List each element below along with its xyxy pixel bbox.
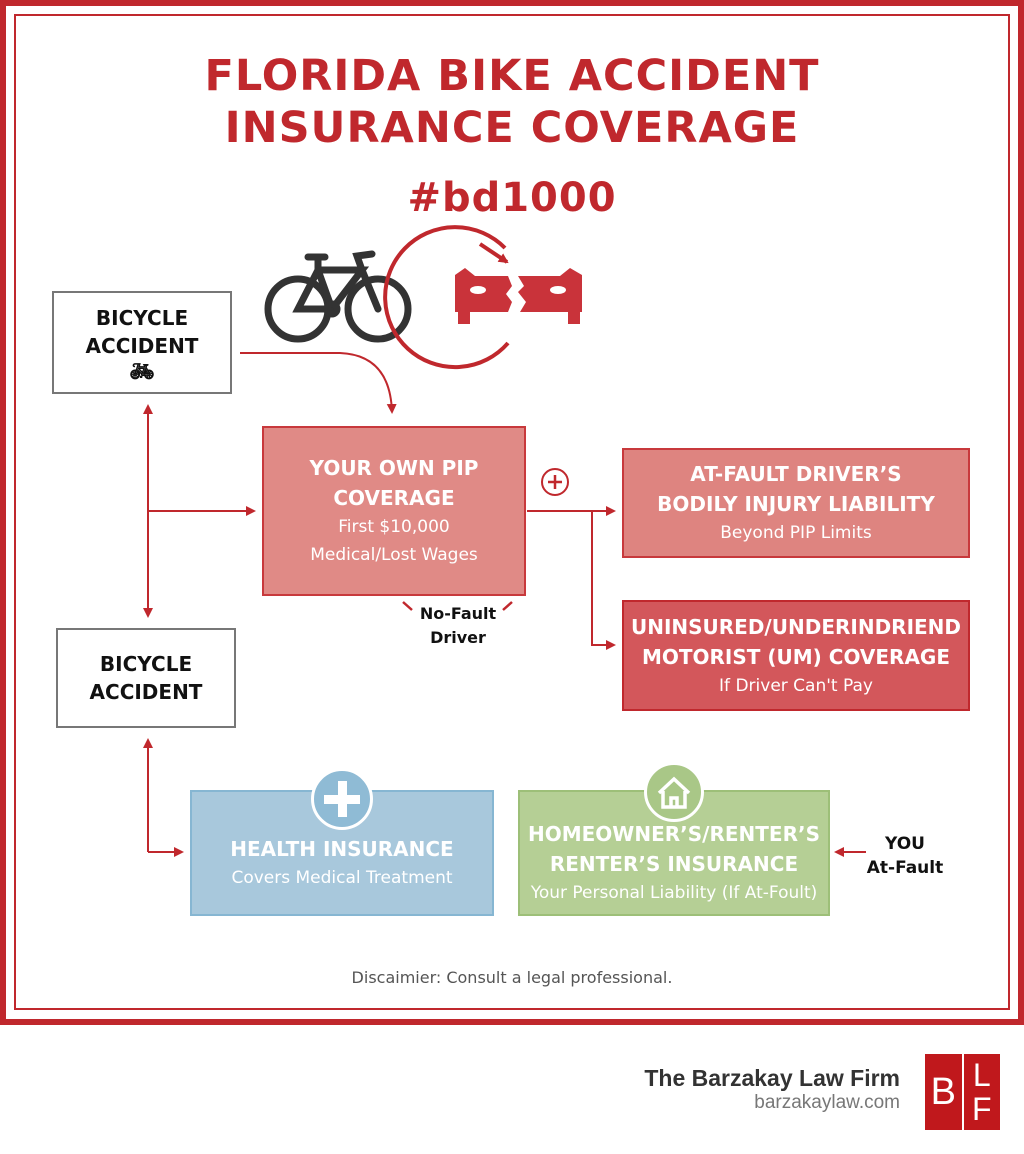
box-sub: Covers Medical Treatment (231, 868, 453, 888)
box-sub: First $10,000 (338, 517, 450, 537)
blf-logo: B L F (925, 1054, 1000, 1130)
inner-frame (14, 14, 1010, 1010)
box-title: RENTER’S INSURANCE (549, 852, 799, 876)
disclaimer: Discaimier: Consult a legal professional… (351, 968, 673, 987)
you-line2: At-Fault (866, 858, 944, 878)
logo-b: B (925, 1054, 962, 1130)
you-line1: YOU (885, 834, 925, 854)
small-bicycle-icon: 🚲︎ (129, 358, 155, 383)
no-fault-line2: Driver (430, 628, 486, 647)
bicycle-icon (264, 250, 412, 343)
title-line-1: FLORIDA BIKE ACCIDENT (204, 51, 820, 101)
outer-frame (0, 0, 1024, 1025)
logo-l: L (972, 1057, 991, 1093)
um-coverage-box: UNINSURED/UNDERINDRIEND MOTORIST (UM) CO… (622, 600, 970, 711)
you-at-fault-label: YOU At-Fault (862, 832, 948, 880)
box-title: COVERAGE (333, 486, 455, 510)
medical-cross-icon (311, 768, 373, 830)
at-fault-bi-box: AT-FAULT DRIVER’S BODILY INJURY LIABILIT… (622, 448, 970, 558)
footer-firm: The Barzakay Law Firm barzakaylaw.com (644, 1065, 900, 1114)
bicycle-accident-box-top: BICYCLE ACCIDENT 🚲︎ (52, 291, 232, 394)
plus-icon (541, 468, 569, 496)
bicycle-accident-box-bottom: BICYCLE ACCIDENT (56, 628, 236, 728)
box-title: MOTORIST (UM) COVERAGE (641, 644, 951, 669)
box-sub: If Driver Can't Pay (719, 675, 873, 696)
logo-f: F (971, 1091, 992, 1127)
box-title: HEALTH INSURANCE (230, 837, 454, 861)
arrow-box1-to-pip (240, 352, 397, 414)
car-crash-icon (383, 225, 582, 370)
pip-coverage-box: YOUR OWN PIP COVERAGE First $10,000 Medi… (262, 426, 526, 596)
box-label: BICYCLE (99, 652, 193, 676)
box-sub: Your Personal Liability (If At-Foult) (530, 883, 818, 903)
box-sub: Medical/Lost Wages (310, 545, 478, 565)
box-title: HOMEOWNER’S/RENTER’S (528, 822, 820, 846)
box-label: ACCIDENT (85, 333, 199, 358)
box-title: AT-FAULT DRIVER’S (690, 462, 902, 486)
arrow-pip-to-um (591, 511, 616, 650)
box-title: UNINSURED/UNDERINDRIEND (630, 614, 962, 639)
box-title: BODILY INJURY LIABILITY (657, 492, 935, 516)
no-fault-label: No-Fault Driver (408, 602, 508, 650)
box-title: YOUR OWN PIP (309, 456, 479, 480)
house-icon (644, 762, 704, 822)
box-sub: Beyond PIP Limits (720, 523, 872, 543)
box-label: BICYCLE (95, 305, 189, 330)
firm-url[interactable]: barzakaylaw.com (754, 1092, 900, 1113)
firm-name: The Barzakay Law Firm (644, 1065, 900, 1091)
box-label: ACCIDENT (89, 680, 203, 704)
title-line-2: INSURANCE COVERAGE (224, 103, 800, 153)
no-fault-line1: No-Fault (419, 604, 497, 623)
hashtag: #bd1000 (407, 175, 617, 221)
